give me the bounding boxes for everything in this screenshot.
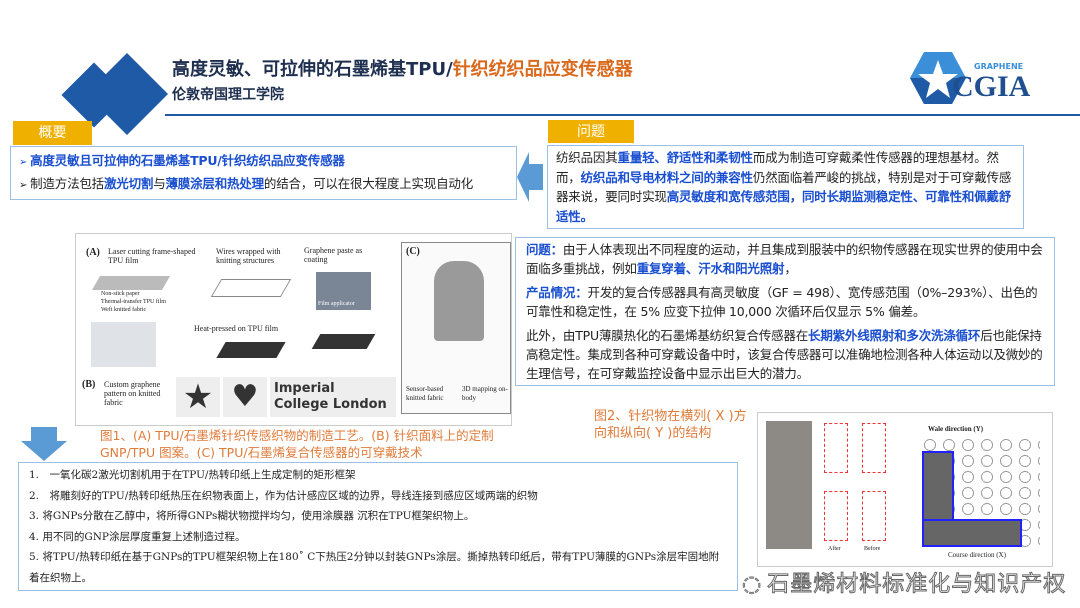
- figure-2-image: After Before Wale direction (Y) Course d…: [757, 412, 1053, 567]
- figure-1-image: (A) Laser cutting frame-shaped TPU film …: [75, 233, 512, 426]
- problem-tab: 问题: [548, 120, 634, 143]
- figure-1-caption: 图1、(A) TPU/石墨烯针织传感织物的制造工艺。(B) 针织面料上的定制 G…: [100, 428, 494, 460]
- steps-box: 1. 一氧化碳2激光切割机用于在TPU/热转印纸上生成定制的矩形框架 2. 将雕…: [18, 462, 738, 591]
- fig1-label-custom: Custom graphene pattern on knitted fabri…: [104, 380, 161, 407]
- cgia-hexagon-icon: [910, 52, 966, 104]
- fig1-label-laser: Laser cutting frame-shaped TPU film: [108, 247, 196, 265]
- fig1-imperial-pattern: Imperial College London: [270, 377, 396, 417]
- fig1-film-applicator: [316, 272, 371, 310]
- fig1-label-nonstick: Non-stick paper: [101, 291, 140, 297]
- fig1-label-a: (A): [86, 247, 100, 258]
- logo-graphene-text: GRAPHENE: [974, 62, 1024, 71]
- fig2-x-sensor: [922, 519, 1022, 547]
- fig2-before-y: [862, 491, 886, 541]
- logo-cgia-text: CGIA: [952, 70, 1031, 103]
- fig2-after-y: [824, 491, 848, 541]
- fig2-tensile-photo: [766, 421, 812, 549]
- fig2-label-after: After: [828, 546, 841, 552]
- wechat-watermark: ◌ 石墨烯材料标准化与知识产权: [741, 572, 1067, 598]
- step-5: 5. 将TPU/热转印纸在基于GNPs的TPU框架织物上在180˚ C下热压2分…: [29, 551, 720, 584]
- fig1-label-c: (C): [406, 246, 420, 257]
- fig1-coated-sheet: [311, 334, 376, 349]
- fig2-after-x: [824, 423, 848, 473]
- fig1-pressed-sheet: [216, 342, 286, 358]
- watermark-text: 石墨烯材料标准化与知识产权: [767, 572, 1067, 598]
- left-arrow-icon: [517, 152, 543, 202]
- fig1-star-pattern: ★: [176, 377, 220, 417]
- overview-bullet-2: ➢ 制造方法包括激光切割与薄膜涂层和热处理的结合，可以在很大程度上实现自动化: [19, 176, 474, 191]
- fig1-label-wires: Wires wrapped with knitting structures: [216, 247, 281, 265]
- fig1-tpu-sheet: [91, 276, 171, 290]
- fig1-label-b: (B): [82, 379, 96, 390]
- fig1-label-sensor: Sensor-based knitted fabric: [406, 385, 444, 402]
- title-divider: [165, 114, 1080, 116]
- fig1-glove-photo: [91, 322, 156, 367]
- cgia-logo: GRAPHENE CGIA: [908, 50, 1043, 110]
- fig1-label-paste: Graphene paste as coating: [304, 246, 363, 264]
- overview-bullet-1: ➢ 高度灵敏且可拉伸的石墨烯基TPU/针织纺织品应变传感器: [19, 153, 345, 168]
- fig2-label-course: Course direction (X): [948, 551, 1006, 559]
- fig1-heart-pattern: ♥: [223, 377, 267, 417]
- fig1-label-mapping: 3D mapping on-body: [462, 385, 508, 402]
- fig1-wired-sheet: [210, 279, 292, 297]
- step-2: 2. 将雕刻好的TPU/热转印纸热压在织物表面上，作为估计感应区域的边界，导线连…: [29, 489, 538, 502]
- step-4: 4. 用不同的GNP涂层厚度重复上述制造过程。: [29, 530, 246, 543]
- fig1-label-tpu: Thermal-transfer TPU film: [101, 299, 166, 305]
- fig1-label-heat: Heat-pressed on TPU film: [194, 324, 279, 333]
- fig1-label-weft: Weft knitted fabric: [101, 307, 147, 313]
- page-subtitle: 伦敦帝国理工学院: [172, 87, 284, 103]
- fig2-label-before: Before: [864, 546, 881, 552]
- fig1-panel-c: (C) Sensor-based knitted fabric 3D mappi…: [401, 242, 511, 414]
- fig1-label-applicator: Film applicator: [318, 301, 355, 307]
- page-title: 高度灵敏、可拉伸的石墨烯基TPU/针织纺织品应变传感器: [172, 59, 633, 80]
- step-1: 1. 一氧化碳2激光切割机用于在TPU/热转印纸上生成定制的矩形框架: [29, 469, 356, 481]
- step-3: 3. 将GNPs分散在乙醇中，将所得GNPs糊状物搅拌均匀，使用涂膜器 沉积在T…: [29, 510, 475, 522]
- overview-tab: 概要: [13, 121, 92, 145]
- fig1-human-silhouette: [434, 261, 484, 341]
- overview-box: ➢ 高度灵敏且可拉伸的石墨烯基TPU/针织纺织品应变传感器 ➢ 制造方法包括激光…: [10, 146, 517, 200]
- fig2-label-wale: Wale direction (Y): [928, 425, 984, 433]
- details-extra: 此外，由TPU薄膜热化的石墨烯基纺织复合传感器在长期紫外线照射和多次洗涤循环后也…: [526, 328, 1043, 381]
- details-box: 问题：由于人体表现出不同程度的运动，并且集成到服装中的织物传感器在现实世界的使用…: [515, 237, 1055, 386]
- details-problem: 问题：由于人体表现出不同程度的运动，并且集成到服装中的织物传感器在现实世界的使用…: [526, 242, 1043, 276]
- problem-box: 纺织品因其重量轻、舒适性和柔韧性而成为制造可穿戴柔性传感器的理想基材。然而，纺织…: [547, 145, 1024, 229]
- fig2-before-x: [862, 423, 886, 473]
- wechat-icon: ◌: [741, 572, 762, 598]
- figure-2-caption: 图2、针织物在横列( X )方向和纵向( Y )的结构: [594, 409, 747, 441]
- down-arrow-icon: [21, 427, 67, 461]
- details-product: 产品情况：开发的复合传感器具有高灵敏度（GF = 498）、宽传感范围（0%–2…: [526, 285, 1038, 319]
